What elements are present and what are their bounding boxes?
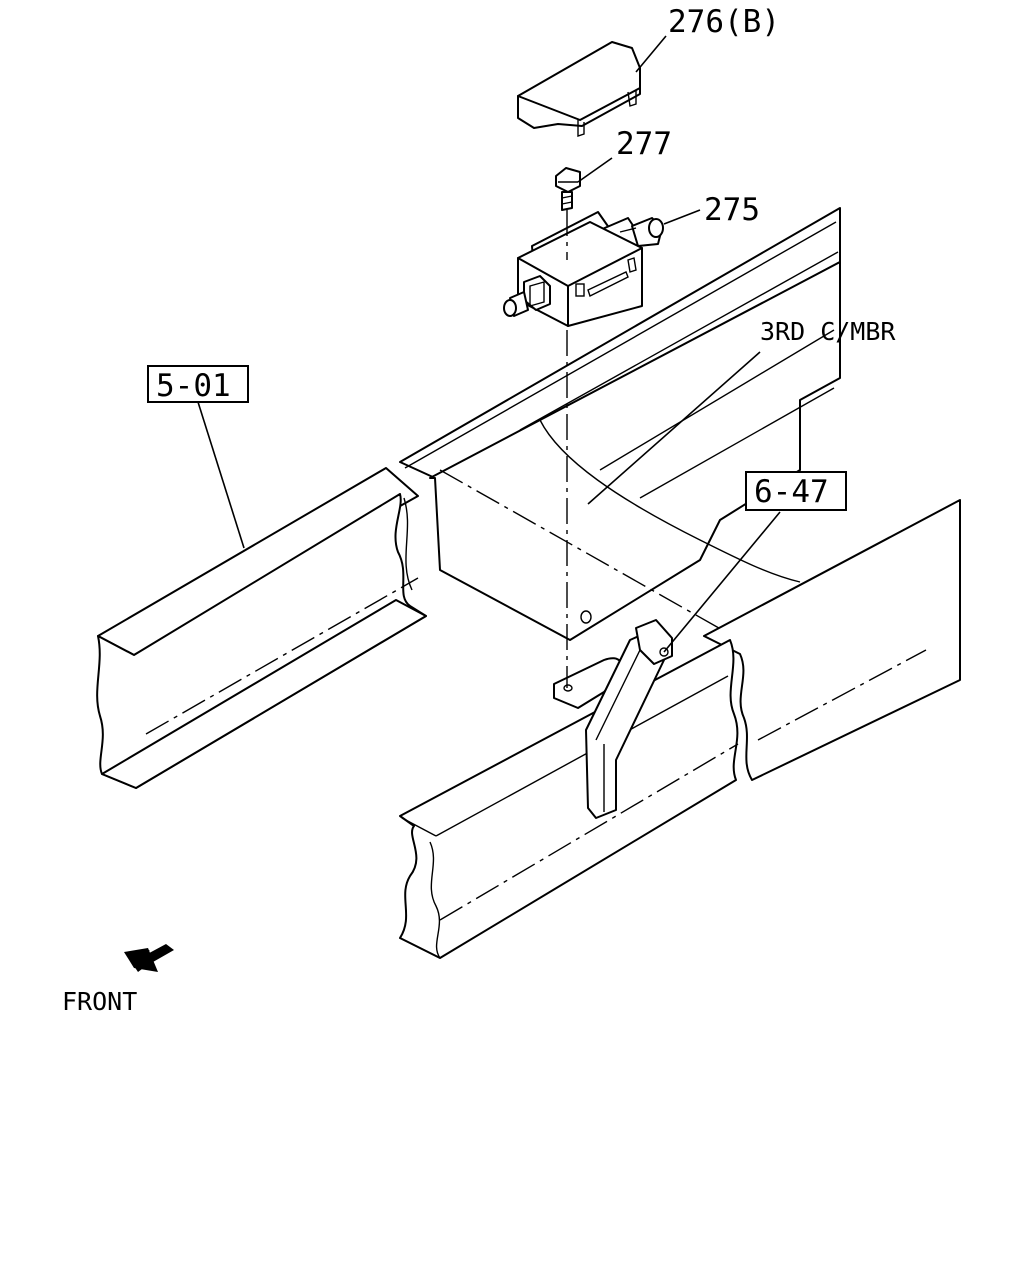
right-frame-rail [399,499,961,959]
reference-label-6-47: 6-47 [754,474,829,510]
reference-label-5-01: 5-01 [156,368,231,404]
front-arrow-icon [124,944,174,972]
left-frame-rail [96,467,427,789]
far-frame-rail [399,207,841,479]
callout-275: 275 [704,192,760,228]
cover-276b [517,41,641,137]
callout-3rd-cross-member: 3RD C/MBR [760,317,896,346]
mounting-bracket [553,619,673,819]
switch-275 [503,217,664,317]
reference-box-5-01[interactable]: 5-01 [147,365,249,404]
callout-277: 277 [616,126,672,162]
bolt-277 [555,167,581,211]
cross-member [429,261,841,641]
callout-276b: 276(B) [668,4,780,40]
reference-box-6-47[interactable]: 6-47 [745,471,847,511]
leader-lines [197,35,781,653]
front-label: FRONT [62,987,137,1016]
